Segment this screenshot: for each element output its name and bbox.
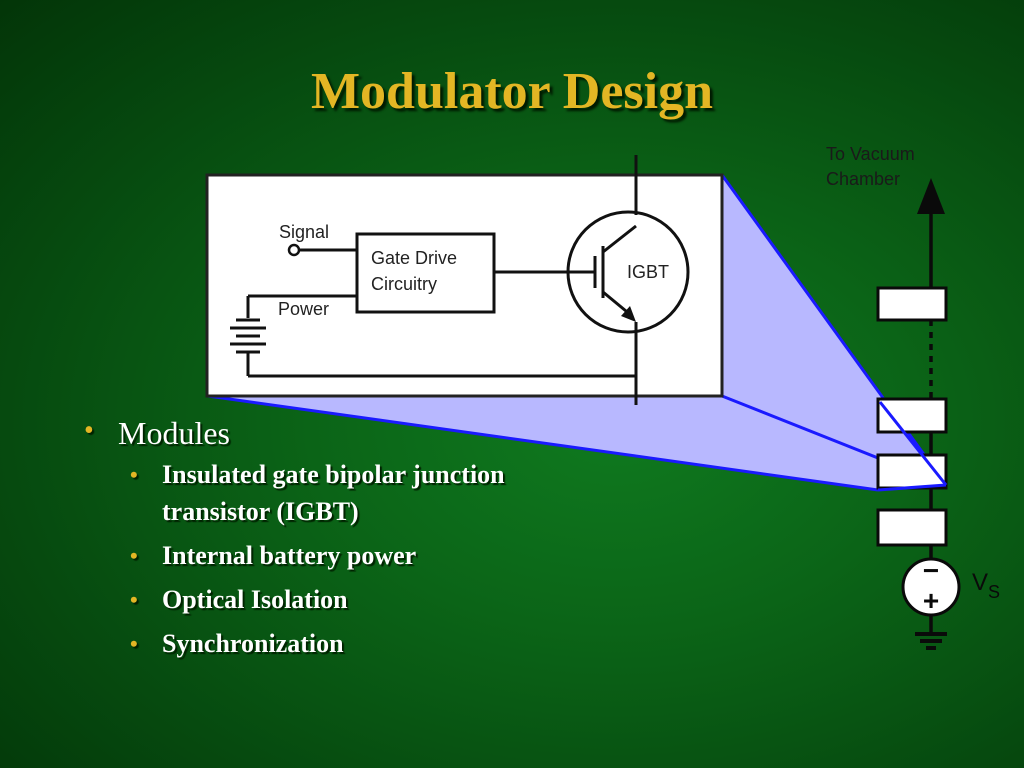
module-block-1 — [876, 286, 948, 322]
arrow-up-icon — [917, 178, 945, 214]
source-label: VS — [972, 569, 1000, 602]
voltage-source-icon — [901, 557, 961, 617]
sub-bullet-item: • Internal battery power — [78, 537, 518, 574]
source-minus-sign: − — [923, 555, 939, 586]
signal-terminal-icon — [287, 243, 301, 257]
gate-drive-box — [355, 232, 496, 314]
bullet-dot-icon: • — [130, 543, 138, 568]
sub-bullet-text: Insulated gate bipolar junction transist… — [162, 460, 505, 526]
zoom-edge-bottom — [207, 394, 879, 492]
sub-bullet-list: • Insulated gate bipolar junction transi… — [78, 456, 518, 662]
power-label: Power — [278, 299, 329, 319]
to-vacuum-label-line2: Chamber — [826, 169, 900, 189]
gate-drive-label-line2: Circuitry — [371, 274, 437, 294]
slide-title: Modulator Design — [310, 63, 714, 120]
gate-drive-label-line1: Gate Drive — [371, 248, 457, 268]
signal-label: Signal — [279, 222, 329, 242]
module-block-2 — [876, 397, 948, 434]
sub-bullet-item: • Optical Isolation — [78, 581, 518, 618]
igbt-label: IGBT — [627, 262, 669, 282]
sub-bullet-item: • Insulated gate bipolar junction transi… — [78, 456, 518, 530]
sub-bullet-text: Synchronization — [162, 629, 344, 658]
battery-icon — [230, 318, 266, 354]
bullet-list: • Modules • Insulated gate bipolar junct… — [78, 415, 518, 669]
bullet-modules-text: Modules — [118, 415, 230, 451]
bullet-dot-icon: • — [130, 462, 138, 487]
sub-bullet-text: Internal battery power — [162, 541, 417, 570]
source-plus-sign: + — [923, 585, 939, 616]
bullet-dot-icon: • — [130, 631, 138, 656]
module-block-4 — [876, 508, 948, 547]
igbt-symbol — [566, 210, 690, 334]
sub-bullet-text: Optical Isolation — [162, 585, 348, 614]
to-vacuum-label-line1: To Vacuum — [826, 144, 915, 164]
bullet-modules: • Modules — [78, 415, 518, 452]
bullet-dot-icon: • — [130, 587, 138, 612]
bullet-dot-icon: • — [84, 415, 94, 446]
ground-icon — [915, 632, 947, 650]
sub-bullet-item: • Synchronization — [78, 625, 518, 662]
